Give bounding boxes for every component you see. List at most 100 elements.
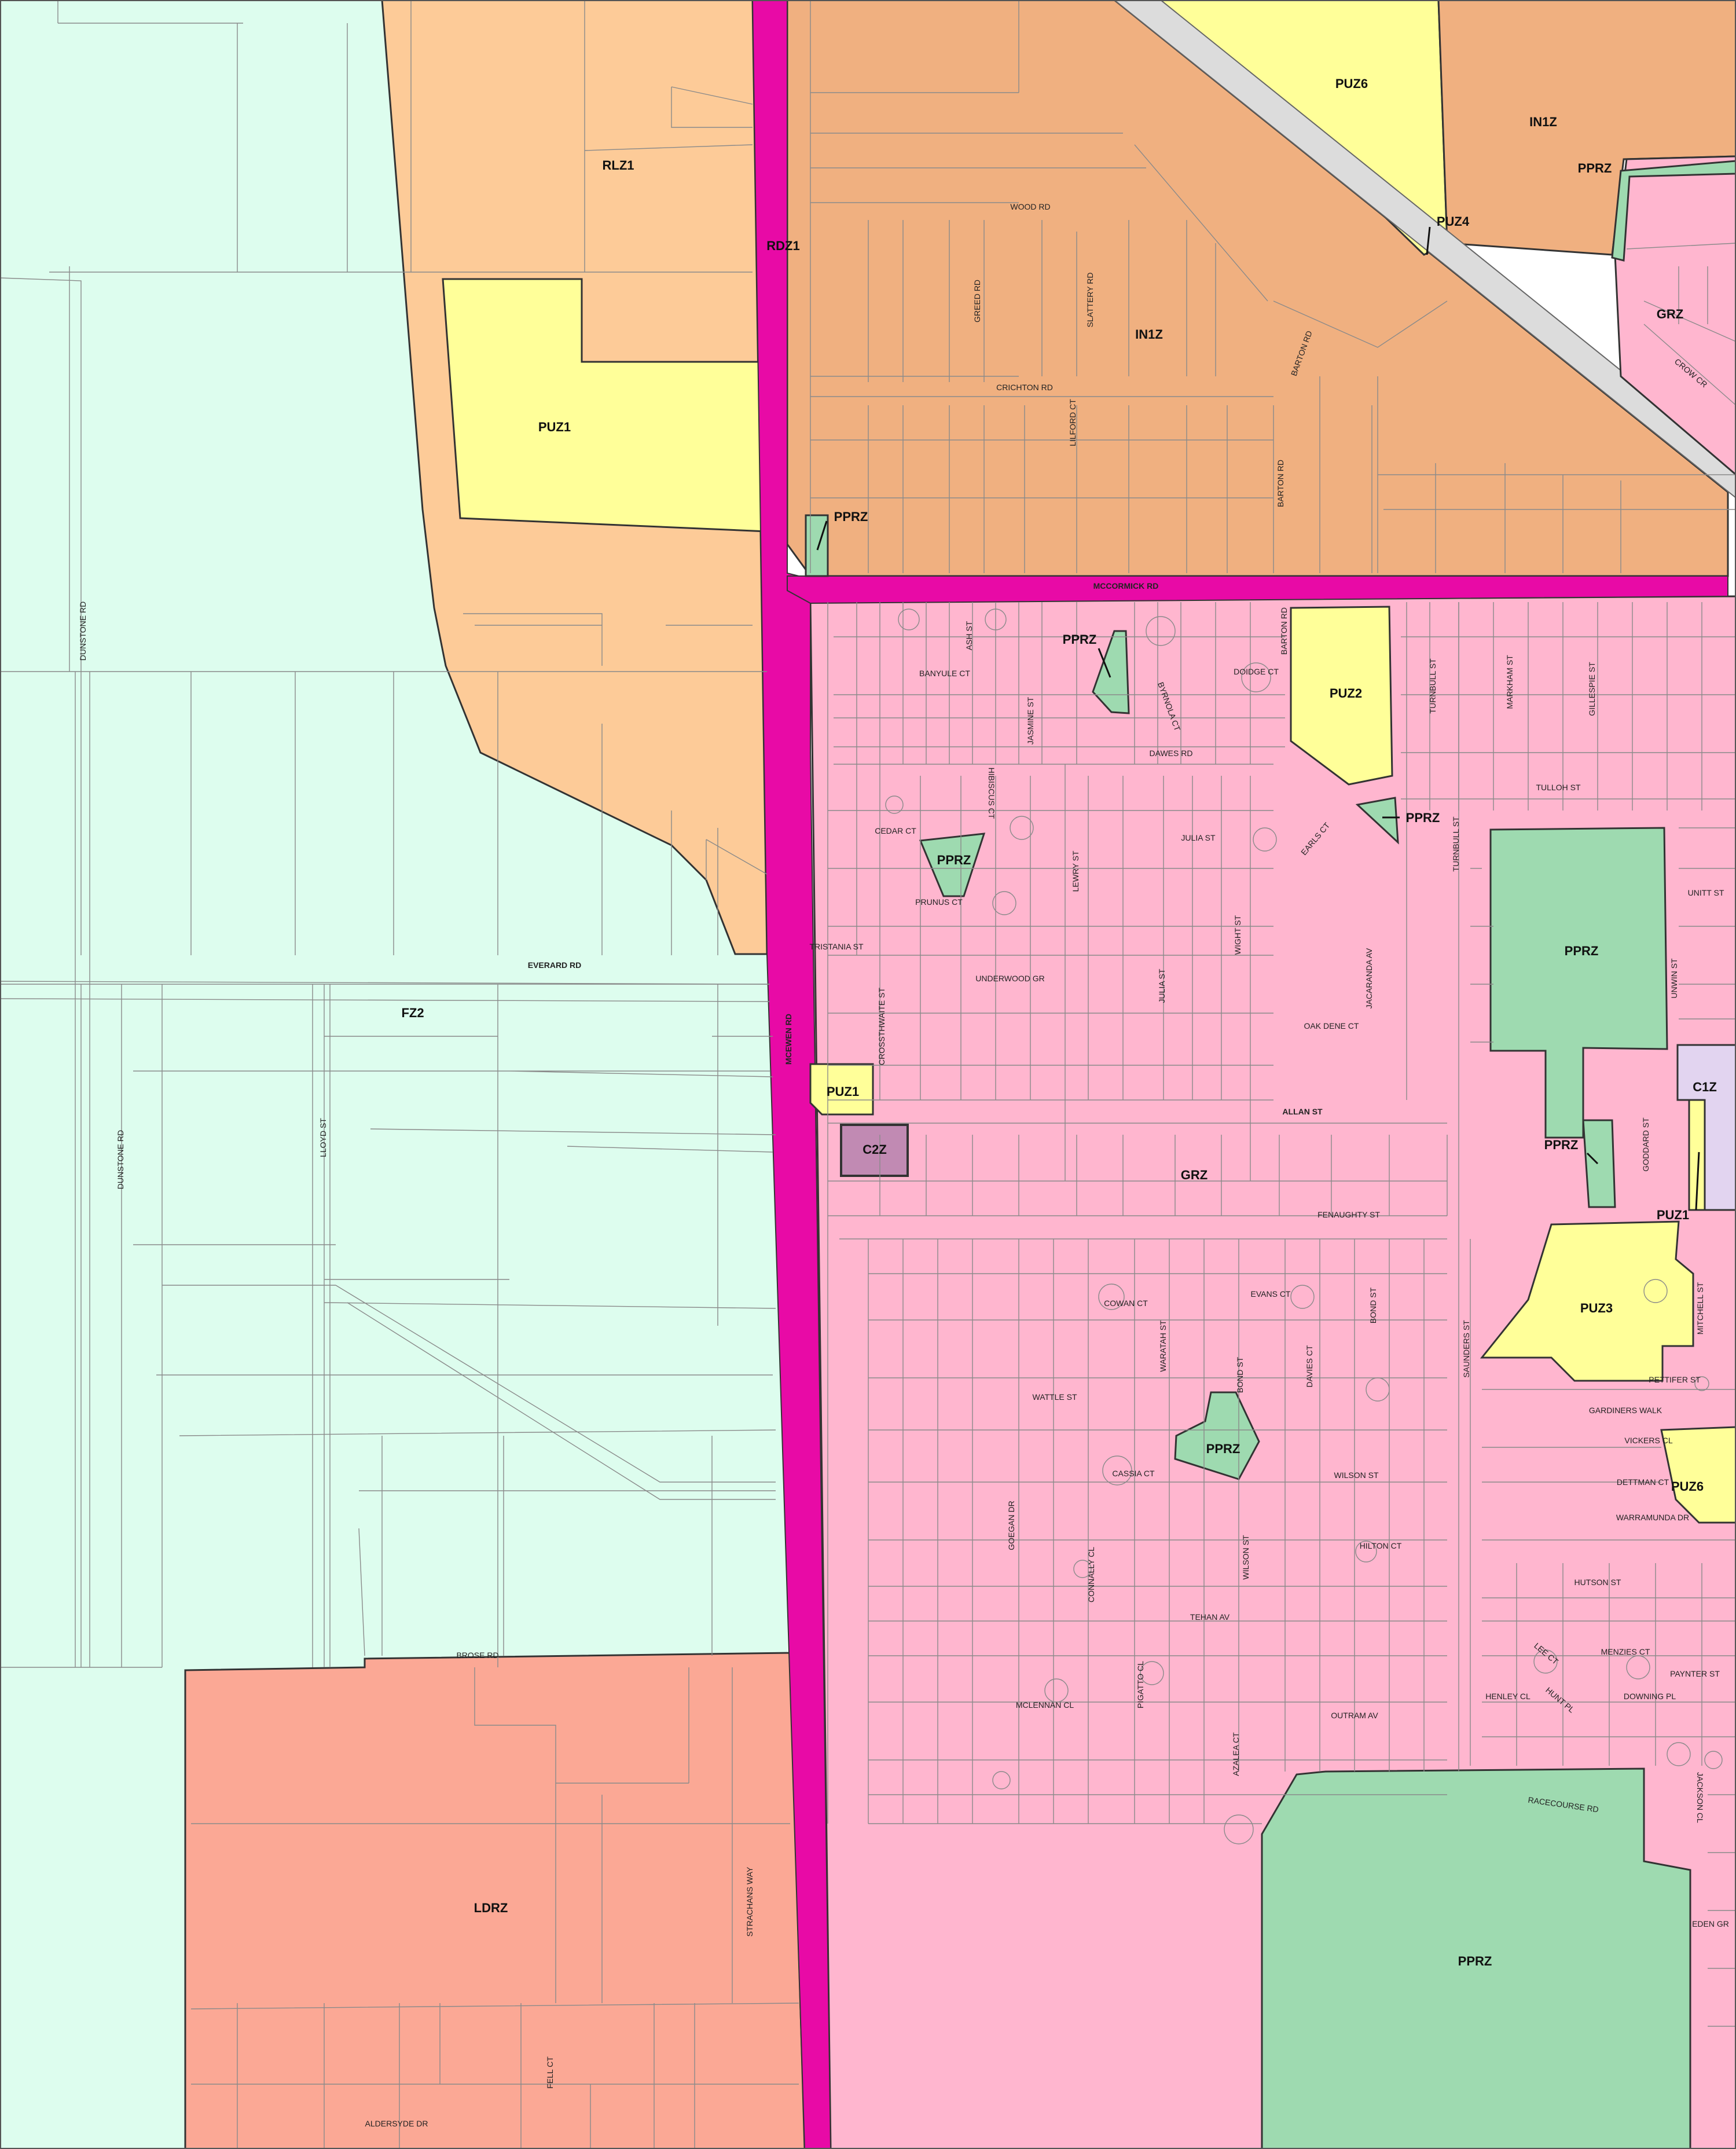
road-label-jasmine-st: JASMINE ST <box>1026 696 1035 745</box>
road-label-turnbull-st-2: TURNBULL ST <box>1451 816 1460 872</box>
road-label-paynter-st: PAYNTER ST <box>1670 1669 1720 1678</box>
road-label-barton-rd-2: BARTON RD <box>1276 460 1285 507</box>
road-label-oak-dene-ct: OAK DENE CT <box>1304 1021 1359 1031</box>
zone-label-PUZ2: PUZ2 <box>1330 686 1362 701</box>
road-label-jackson-cl: JACKSON CL <box>1695 1772 1705 1823</box>
road-label-markham-st: MARKHAM ST <box>1505 655 1514 709</box>
zone-PPRZ-7[interactable] <box>1582 1119 1616 1208</box>
zone-label-RDZ1: RDZ1 <box>766 239 799 253</box>
zone-label-C2Z: C2Z <box>863 1142 887 1157</box>
road-label-goddard-st: GODDARD ST <box>1641 1117 1650 1172</box>
zone-PPRZ-3[interactable] <box>1092 630 1130 714</box>
zone-label-PPRZ-6: PPRZ <box>1565 944 1599 958</box>
road-label-gillespie-st: GILLESPIE ST <box>1587 662 1596 716</box>
zone-RDZ1-mccormick[interactable] <box>787 575 1728 604</box>
road-label-julia-st-2: JULIA ST <box>1157 969 1166 1003</box>
zone-label-LDRZ: LDRZ <box>474 1901 508 1915</box>
road-label-davies-ct: DAVIES CT <box>1305 1345 1314 1387</box>
road-label-tulloh-st: TULLOH ST <box>1536 783 1580 792</box>
zone-PPRZ-8[interactable] <box>1174 1391 1260 1480</box>
zone-label-PPRZ-2: PPRZ <box>834 509 868 524</box>
road-label-barton-rd-3: BARTON RD <box>1279 607 1289 655</box>
zone-label-PPRZ-8: PPRZ <box>1206 1442 1240 1456</box>
zone-PPRZ-1[interactable] <box>1611 160 1736 262</box>
road-label-menzies-ct: MENZIES CT <box>1601 1647 1650 1656</box>
road-label-strachans-way: STRACHANS WAY <box>745 1866 754 1937</box>
zone-label-PPRZ-1: PPRZ <box>1578 161 1612 175</box>
road-label-mitchell-st: MITCHELL ST <box>1695 1282 1705 1334</box>
zone-label-PPRZ-9: PPRZ <box>1458 1954 1492 1968</box>
zone-RDZ1[interactable] <box>751 0 832 2149</box>
zone-PUZ1-2[interactable] <box>809 1063 874 1116</box>
road-label-mccormick-rd: MCCORMICK RD <box>1093 581 1159 591</box>
road-label-brose-rd: BROSE RD <box>456 1651 498 1660</box>
zone-label-RLZ1: RLZ1 <box>603 158 634 173</box>
road-label-saunders-st: SAUNDERS ST <box>1462 1320 1471 1378</box>
road-label-jacaranda-av: JACARANDA AV <box>1364 948 1374 1009</box>
zone-label-PPRZ-7: PPRZ <box>1544 1138 1579 1152</box>
road-label-gardiners-walk: GARDINERS WALK <box>1589 1406 1662 1415</box>
zone-label-IN1Z: IN1Z <box>1135 327 1163 342</box>
zone-label-PUZ4: PUZ4 <box>1437 214 1470 229</box>
road-label-wilson-st-2: WILSON ST <box>1241 1535 1250 1579</box>
road-label-slattery-rd: SLATTERY RD <box>1085 273 1095 328</box>
road-label-greed-rd: GREED RD <box>972 280 982 322</box>
road-label-underwood-gr: UNDERWOOD GR <box>975 974 1045 983</box>
road-label-tehan-av: TEHAN AV <box>1190 1612 1230 1622</box>
zone-PPRZ-6[interactable] <box>1489 827 1668 1139</box>
zone-label-GRZ-2: GRZ <box>1657 307 1683 321</box>
road-label-connally-cl: CONNALLY CL <box>1087 1547 1096 1602</box>
road-label-aldersyde-dr: ALDERSYDE DR <box>365 2119 428 2128</box>
road-label-dunstone-rd-2: DUNSTONE RD <box>116 1130 125 1189</box>
road-label-dawes-rd: DAWES RD <box>1150 749 1193 758</box>
zone-label-PPRZ-5: PPRZ <box>937 853 971 867</box>
zone-label-GRZ: GRZ <box>1181 1168 1208 1182</box>
road-label-wight-st: WIGHT ST <box>1233 915 1242 955</box>
zone-label-PUZ3: PUZ3 <box>1580 1301 1613 1315</box>
road-label-lewry-st: LEWRY ST <box>1071 850 1080 892</box>
zone-PPRZ-2[interactable] <box>805 514 829 577</box>
zone-PUZ2[interactable] <box>1290 606 1393 786</box>
road-label-hutson-st: HUTSON ST <box>1574 1578 1621 1587</box>
road-label-allan-st: ALLAN ST <box>1282 1107 1323 1116</box>
road-label-downing-pl: DOWNING PL <box>1624 1692 1676 1701</box>
road-label-fell-ct: FELL CT <box>545 2056 555 2089</box>
road-label-outram-av: OUTRAM AV <box>1331 1711 1378 1720</box>
road-label-cedar-ct: CEDAR CT <box>875 826 916 835</box>
zone-PUZ1-3[interactable] <box>1688 1099 1706 1211</box>
road-label-wood-rd: WOOD RD <box>1010 202 1050 211</box>
zone-label-PPRZ-3: PPRZ <box>1063 632 1097 647</box>
zone-label-PUZ1: PUZ1 <box>538 420 571 434</box>
zone-label-C1Z: C1Z <box>1693 1080 1717 1094</box>
road-label-hilton-ct: HILTON CT <box>1360 1541 1402 1550</box>
zone-C2Z[interactable] <box>840 1124 909 1177</box>
road-label-tristania-st: TRISTANIA ST <box>809 942 864 951</box>
zone-label-FZ2: FZ2 <box>401 1006 424 1020</box>
road-label-azalea-ct: AZALEA CT <box>1231 1732 1240 1776</box>
zone-PUZ4[interactable] <box>1113 0 1736 499</box>
zone-PPRZ-5[interactable] <box>919 833 986 897</box>
zone-PUZ3[interactable] <box>1480 1220 1694 1382</box>
zone-label-PUZ1-2: PUZ1 <box>827 1084 859 1099</box>
zone-label-IN1Z-2: IN1Z <box>1529 115 1557 129</box>
zone-label-PUZ1-3: PUZ1 <box>1657 1208 1689 1222</box>
road-label-unwin-st: UNWIN ST <box>1669 958 1679 999</box>
zone-label-PPRZ-4: PPRZ <box>1406 811 1440 825</box>
zone-labels: FZ2 RLZ1 IN1Z IN1Z PUZ1 PUZ1 PUZ1 PUZ2 P… <box>401 76 1716 1968</box>
road-label-evans-ct: EVANS CT <box>1251 1289 1291 1299</box>
zone-PPRZ-4[interactable] <box>1355 797 1399 845</box>
road-label-lloyd-st: LLOYD ST <box>318 1118 328 1157</box>
road-label-warramunda-dr: WARRAMUNDA DR <box>1616 1513 1689 1522</box>
road-label-unitt-st: UNITT ST <box>1688 888 1724 897</box>
zone-PUZ6-2[interactable] <box>1660 1426 1736 1524</box>
road-label-vickers-cl: VICKERS CL <box>1624 1436 1672 1445</box>
zone-PPRZ-9[interactable] <box>1261 1767 1691 2149</box>
road-label-dunstone-rd-1: DUNSTONE RD <box>78 602 87 661</box>
road-label-bond-st-1: BOND ST <box>1368 1287 1378 1323</box>
road-label-pigatto-cl: PIGATTO CL <box>1136 1661 1145 1708</box>
road-label-henley-cl: HENLEY CL <box>1485 1692 1531 1701</box>
